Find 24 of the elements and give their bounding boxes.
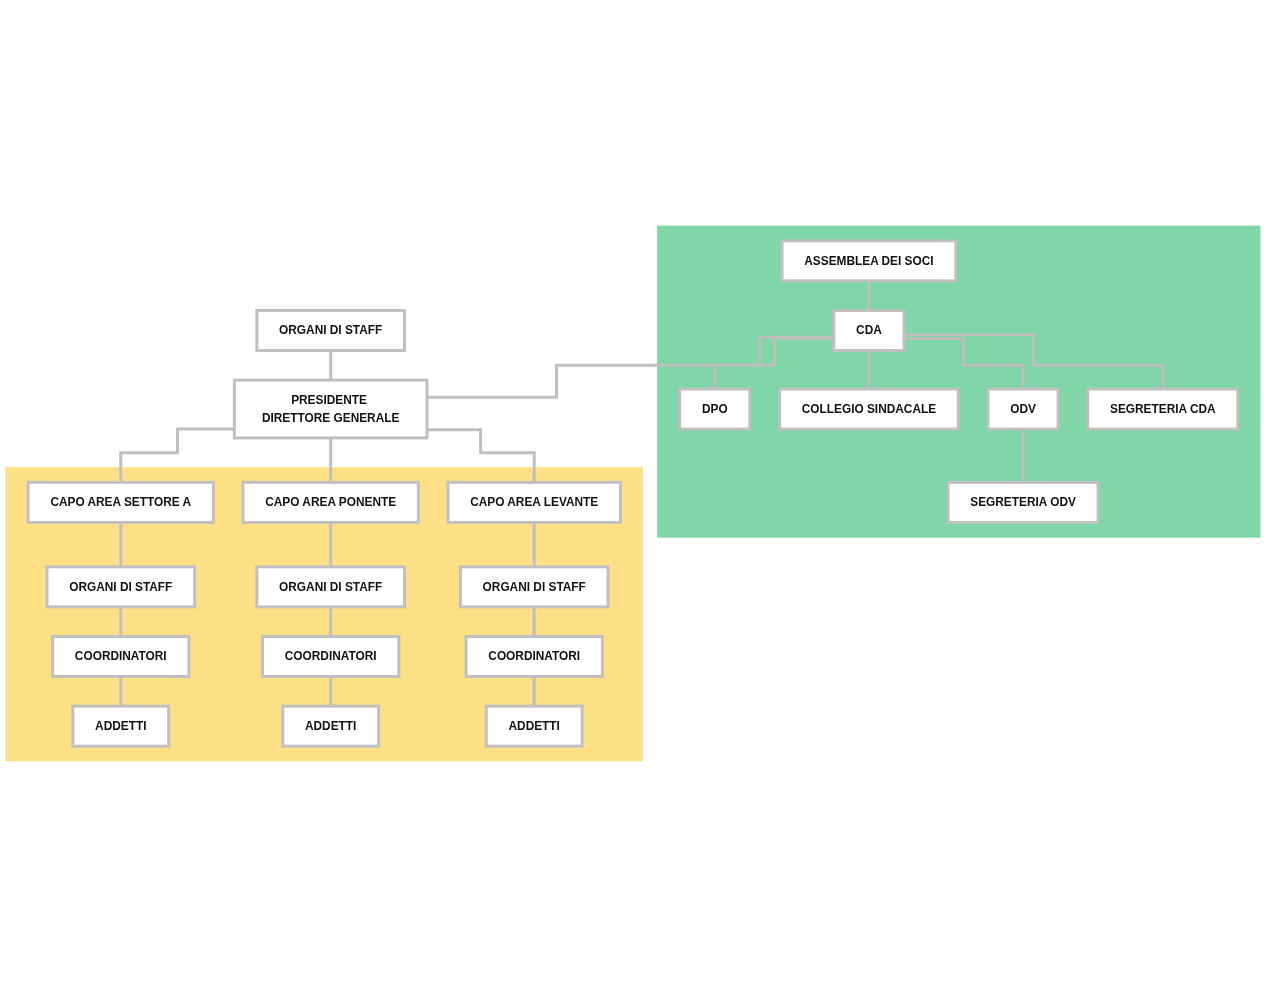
connector (427, 335, 834, 399)
node-box: CAPO AREA LEVANTE (446, 480, 622, 524)
node-box: ORGANI DI STAFF (458, 565, 610, 609)
node-box: COORDINATORI (464, 635, 604, 678)
cluster (5, 467, 644, 762)
node-box: ORGANI DI STAFF (255, 565, 406, 609)
node-box: ADDETTI (484, 704, 584, 748)
node-box: ODV (986, 387, 1060, 431)
node-box: ADDETTI (71, 704, 171, 748)
node-box: DPO (678, 387, 752, 431)
node-box: ORGANI DI STAFF (45, 565, 197, 609)
node-box: ASSEMBLEA DEI SOCI (780, 239, 958, 283)
node-box: COLLEGIO SINDACALE (778, 387, 960, 431)
node-box: COORDINATORI (261, 635, 401, 678)
node-box: PRESIDENTE DIRETTORE GENERALE (232, 378, 429, 440)
node-box: COORDINATORI (51, 635, 191, 678)
node-box: CAPO AREA SETTORE A (26, 480, 215, 524)
node-box: SEGRETERIA CDA (1086, 387, 1240, 431)
node-box: SEGRETERIA ODV (946, 480, 1100, 524)
node-box: CAPO AREA PONENTE (241, 480, 420, 524)
node-box: CDA (832, 309, 906, 352)
cluster (657, 225, 1261, 538)
node-box: ORGANI DI STAFF (255, 309, 406, 352)
node-box: ADDETTI (281, 704, 381, 748)
